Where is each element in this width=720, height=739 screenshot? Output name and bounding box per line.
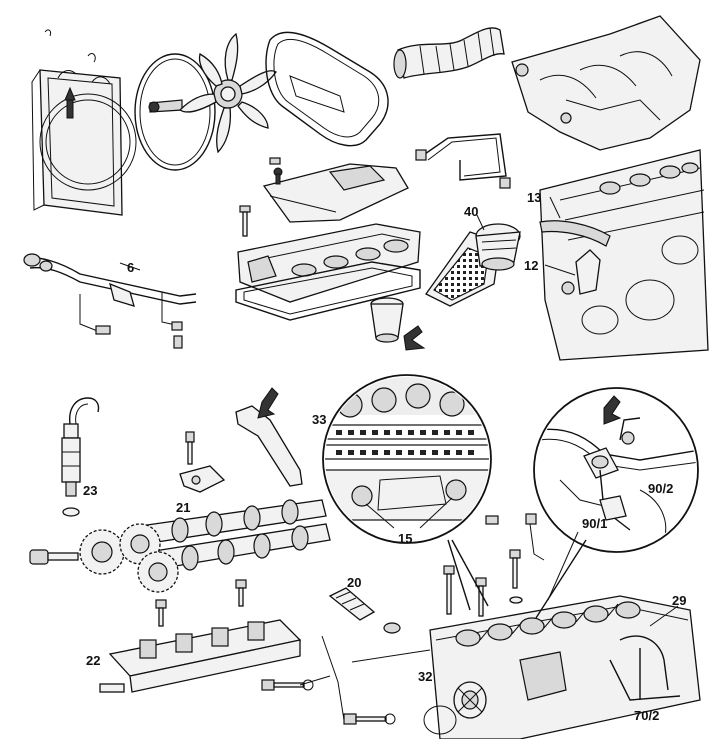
injector-assembly (61, 397, 100, 517)
callout-20: 20 (347, 575, 361, 590)
callout-40: 40 (464, 204, 478, 219)
detail-view-camshaft-seat (322, 374, 492, 544)
dipstick-tube (23, 253, 197, 349)
camshafts (139, 499, 331, 571)
callout-21: 21 (176, 500, 190, 515)
callout-22: 22 (86, 653, 100, 668)
head-bolts-upper (443, 513, 545, 617)
fan-gasket-ring (134, 53, 216, 171)
valve-cover (237, 223, 421, 303)
cover-bolts (239, 157, 281, 237)
drive-pulley (423, 681, 487, 735)
oil-filter-sleeve (370, 297, 426, 351)
vent-pipe (415, 133, 511, 189)
callout-90-1: 90/1 (582, 516, 607, 531)
oil-filter-housing (425, 223, 521, 307)
callout-23: 23 (83, 483, 97, 498)
tensioner-rail (235, 387, 303, 487)
callout-33: 33 (312, 412, 326, 427)
intake-manifold (511, 15, 701, 151)
fan-shroud (31, 29, 137, 216)
cam-bracket (179, 431, 226, 493)
detail-view-fuel-line (533, 387, 699, 601)
air-intake-hose (393, 27, 505, 79)
callout-13: 13 (527, 190, 541, 205)
callout-15: 15 (398, 531, 412, 546)
callout-32: 32 (418, 669, 432, 684)
callout-70-2: 70/2 (634, 708, 659, 723)
temp-sensor (321, 587, 401, 721)
callout-12: 12 (524, 258, 538, 273)
callout-90-2: 90/2 (648, 481, 673, 496)
drive-belts (265, 31, 389, 147)
cylinder-head (429, 595, 701, 739)
leader-lines (119, 196, 679, 686)
head-bolts-lower (261, 679, 396, 725)
engine-cover (262, 163, 409, 223)
valve-cover-gasket (235, 261, 421, 321)
bearing-caps (99, 579, 302, 693)
cooling-fan (178, 32, 277, 154)
cam-sprockets (29, 523, 179, 593)
callout-6: 6 (127, 260, 134, 275)
callout-29: 29 (672, 593, 686, 608)
engine-block-upper (539, 149, 709, 361)
